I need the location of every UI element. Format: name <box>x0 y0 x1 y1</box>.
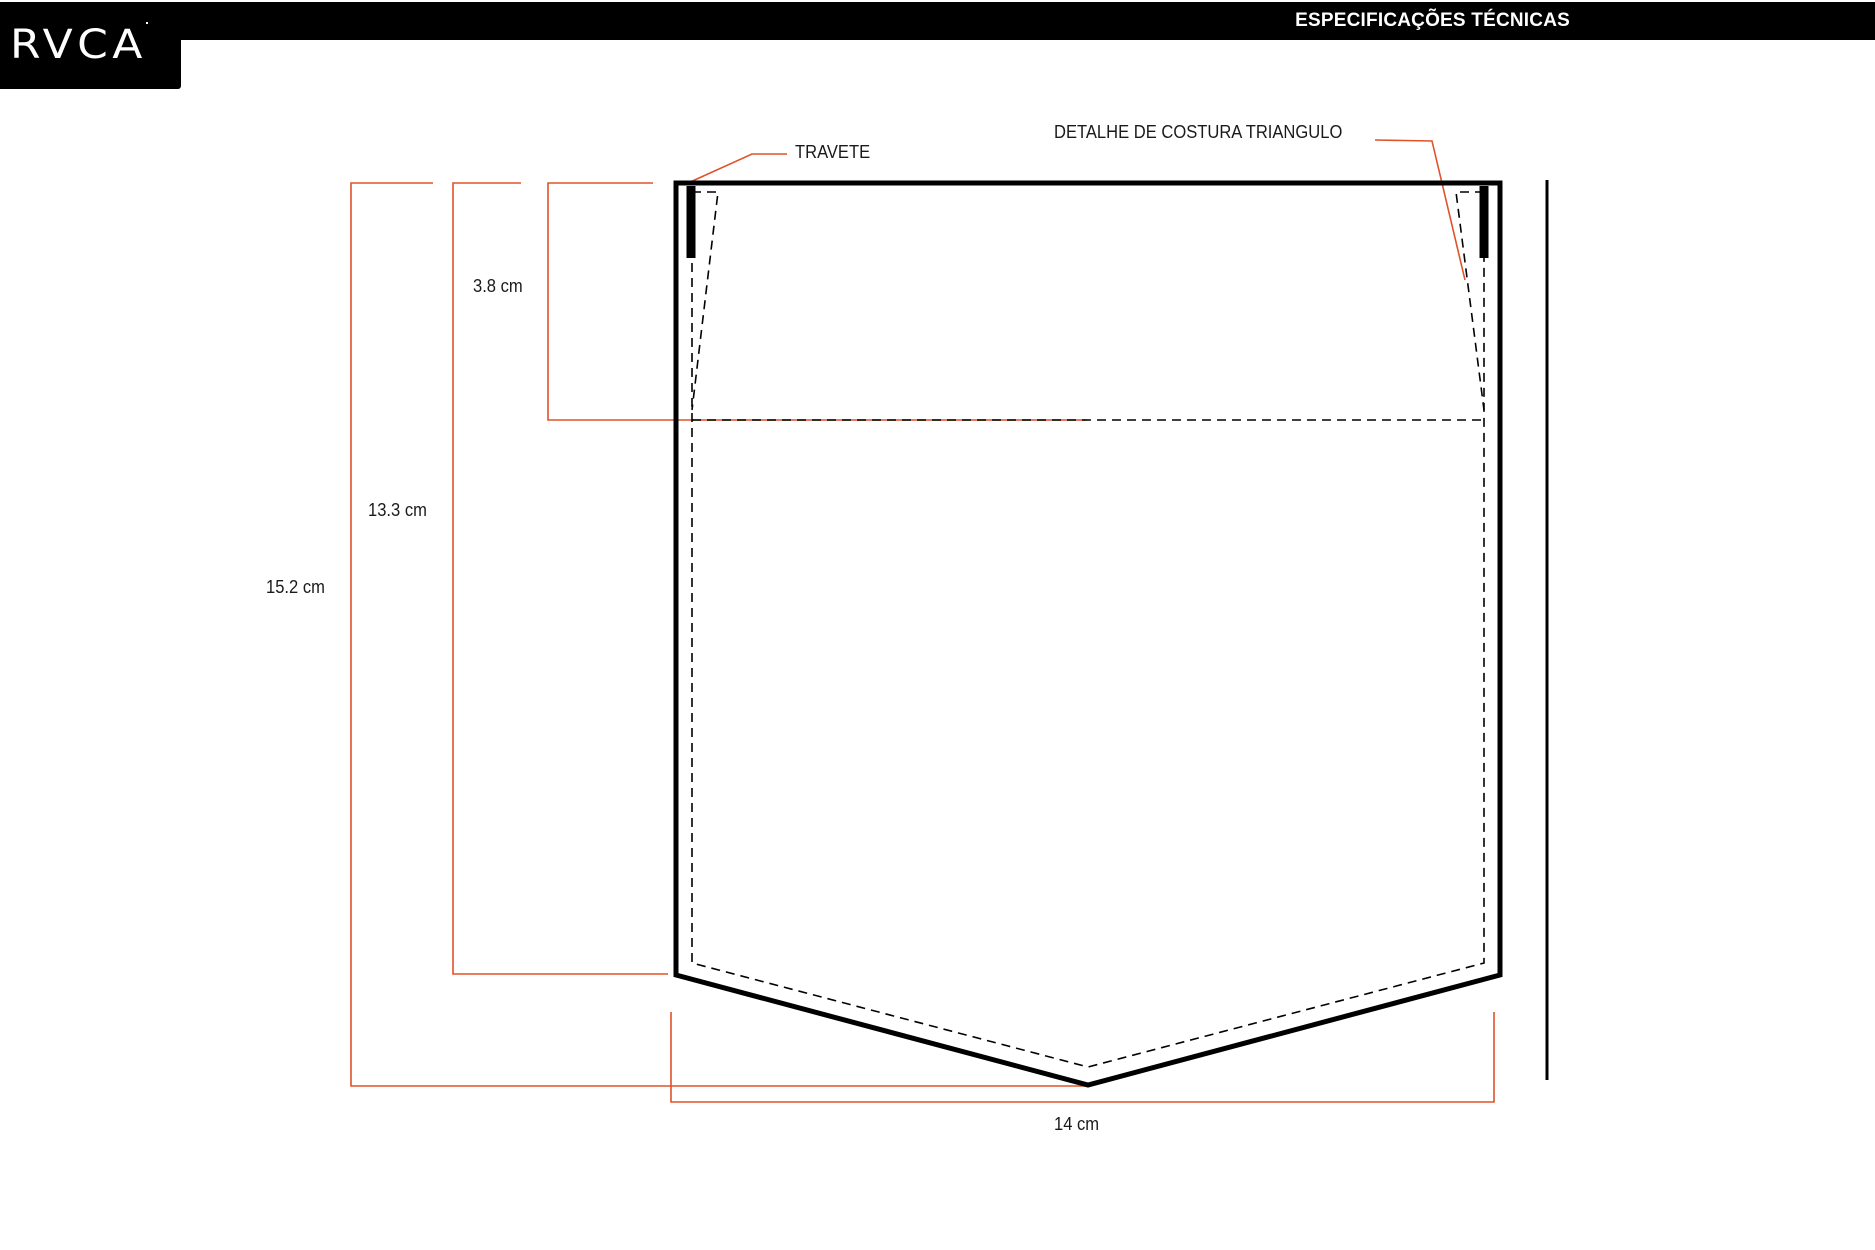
left-triangle-stitch <box>691 191 719 411</box>
triangle-stitch-label: DETALHE DE COSTURA TRIANGULO <box>1054 122 1343 142</box>
triangle-stitch-leader-line <box>1374 139 1466 281</box>
pocket-outline <box>673 180 1503 1088</box>
bartack-label: TRAVETE <box>795 142 871 162</box>
dimension-width-line <box>670 1012 1495 1103</box>
top-band-height-label: 3.8 cm <box>473 276 523 296</box>
side-height-label: 13.3 cm <box>368 500 427 520</box>
dimension-side-height-line <box>452 182 668 975</box>
width-label: 14 cm <box>1054 1114 1100 1134</box>
dimension-top-band-line <box>547 182 1087 421</box>
bartack-leader-line <box>687 153 787 184</box>
logo-dot <box>146 22 148 24</box>
pocket-topstitch-line <box>691 188 1485 1068</box>
brand-logo: RVCA <box>0 2 181 89</box>
header-bar: ESPECIFICAÇÕES TÉCNICAS <box>180 2 1875 40</box>
total-height-label: 15.2 cm <box>266 577 325 597</box>
page-title: ESPECIFICAÇÕES TÉCNICAS <box>1295 10 1570 31</box>
logo-text: RVCA <box>10 22 147 68</box>
dimension-total-height-line <box>350 182 1090 1087</box>
